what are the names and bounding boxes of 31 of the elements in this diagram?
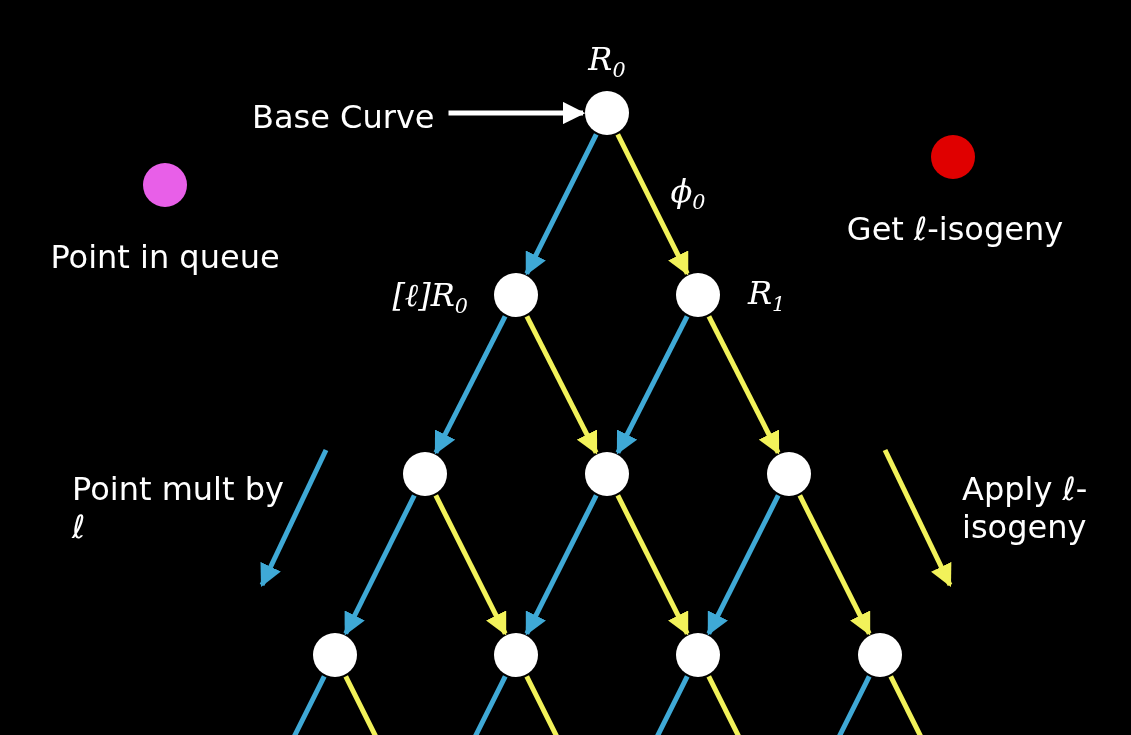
legend-label: Point in queue bbox=[50, 237, 280, 277]
arrow bbox=[797, 494, 872, 636]
arrow bbox=[433, 494, 508, 636]
point-circle bbox=[676, 273, 720, 317]
legend-label: Get ℓ-isogeny bbox=[846, 209, 1064, 249]
legend-label: Apply ℓ-isogeny bbox=[962, 470, 1089, 547]
point-circle bbox=[585, 452, 629, 496]
node-label: Base Curve bbox=[252, 98, 435, 137]
point-circle bbox=[585, 91, 629, 135]
point-circle bbox=[676, 633, 720, 677]
arrow bbox=[448, 101, 586, 125]
point-label: R$_{1}$ bbox=[748, 274, 786, 318]
arrow bbox=[524, 494, 599, 636]
point-circle bbox=[313, 633, 357, 677]
arrow bbox=[433, 315, 508, 455]
arrow bbox=[706, 315, 781, 455]
arrow bbox=[615, 133, 690, 276]
legend-label: Point mult by ℓ bbox=[72, 470, 285, 547]
arrow bbox=[524, 133, 599, 276]
point-circle bbox=[494, 633, 538, 677]
arrow bbox=[706, 494, 781, 636]
arrow bbox=[615, 494, 690, 636]
point-circle bbox=[403, 452, 447, 496]
point-label: R$_{0}$ bbox=[588, 40, 626, 84]
arrow bbox=[524, 315, 599, 455]
arrow bbox=[343, 494, 417, 636]
point-label: [ℓ]R$_{0}$ bbox=[392, 276, 468, 320]
point-circle bbox=[767, 452, 811, 496]
point-circle bbox=[858, 633, 902, 677]
point-circle bbox=[494, 273, 538, 317]
arrow bbox=[615, 315, 690, 455]
